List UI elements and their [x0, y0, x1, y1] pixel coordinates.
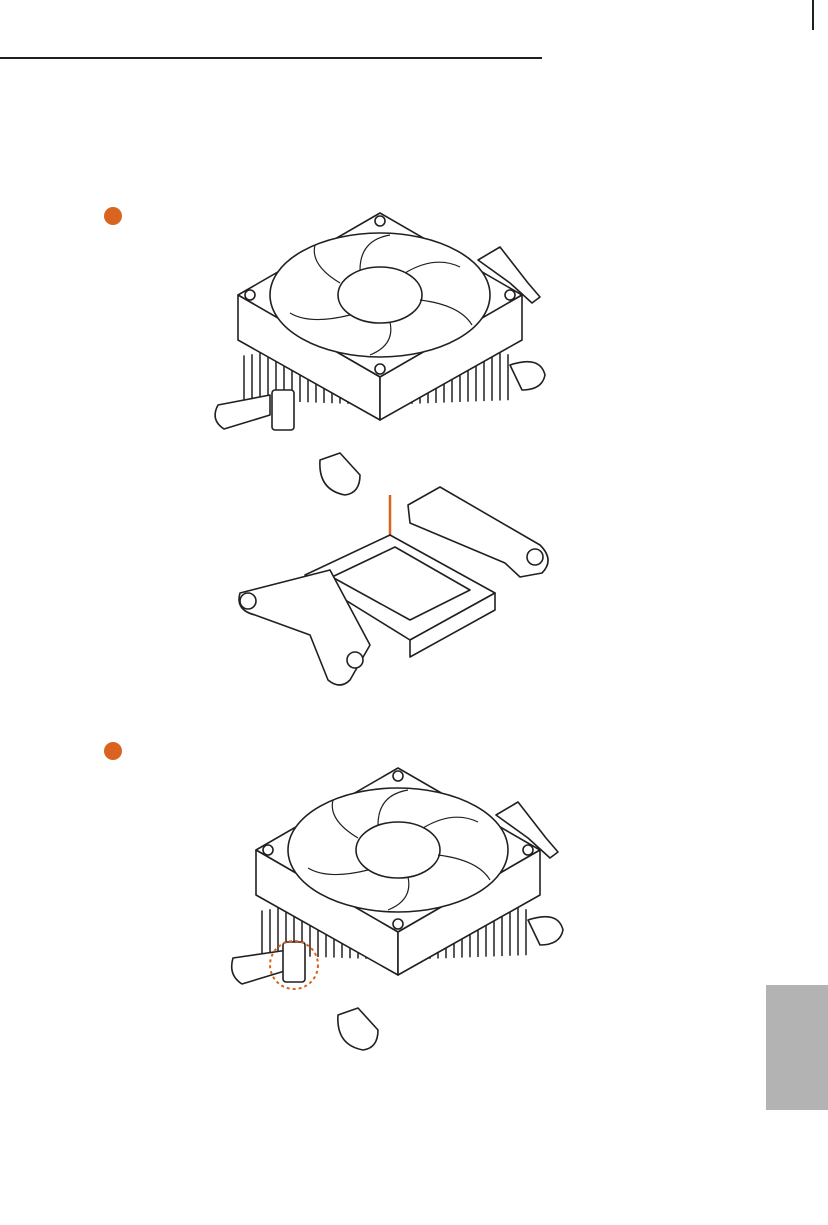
figure-1-cooler-above-socket: [210, 205, 560, 695]
header-rule: [0, 57, 542, 59]
retention-foot-left: [232, 950, 288, 984]
fan-hub: [356, 822, 440, 878]
clip: [283, 942, 305, 982]
cooler-assembly: [215, 213, 545, 495]
fan-hub: [338, 267, 422, 323]
retention-foot-front: [320, 453, 360, 495]
cooler-assembly: [232, 768, 563, 1050]
step-1-marker: [104, 207, 122, 225]
page-edge-marker: [812, 0, 814, 30]
figure-2-cooler-installed: [228, 760, 578, 1060]
retention-foot-right: [510, 362, 545, 390]
language-tab: [766, 985, 828, 1110]
retention-foot-front: [338, 1008, 378, 1050]
retention-foot-left: [215, 395, 270, 429]
clip: [272, 390, 294, 430]
step-2-marker: [104, 742, 122, 760]
cpu-socket: [239, 487, 548, 685]
retention-foot-right: [528, 917, 563, 945]
